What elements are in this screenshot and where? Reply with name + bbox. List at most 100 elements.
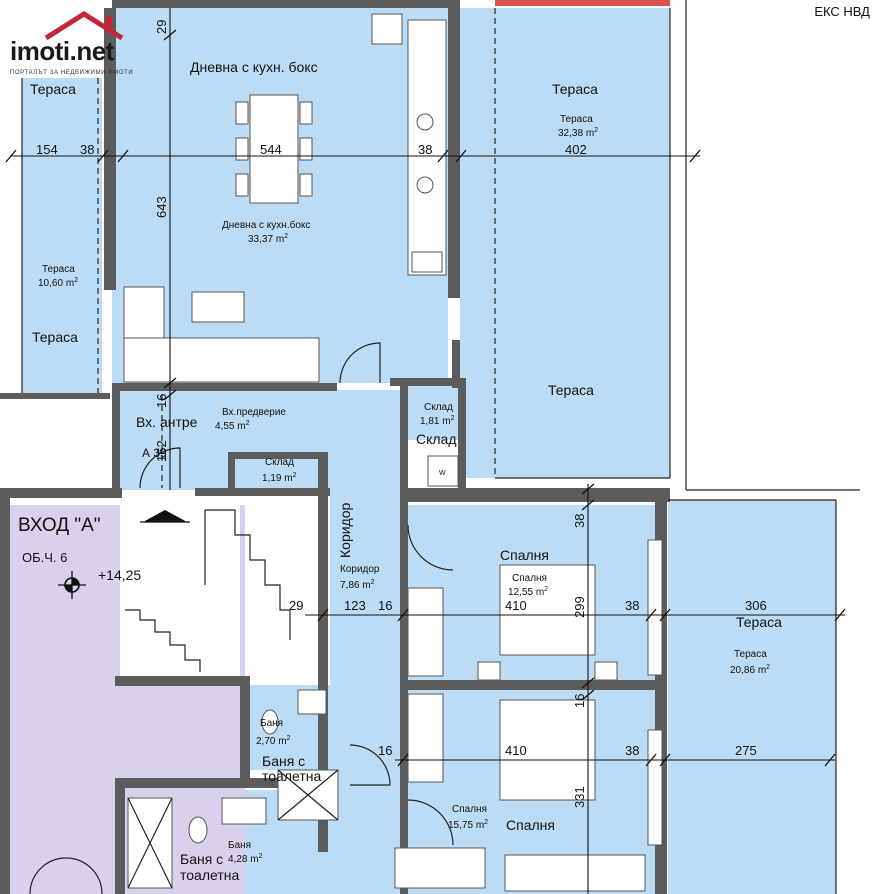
oven	[411, 251, 443, 273]
desk	[394, 847, 486, 889]
terrace-right-bottom-label: Тераса	[548, 382, 594, 398]
chair-1	[235, 101, 249, 125]
dim-544: 544	[260, 142, 282, 157]
dim-tick-m2	[397, 608, 409, 622]
stairs-upper	[205, 509, 291, 640]
dim-16-b: 16	[378, 598, 392, 613]
window-bed2	[647, 729, 663, 846]
wall-top	[112, 0, 460, 8]
bedroom1-name: Спалня	[512, 573, 547, 584]
staircase-fill	[120, 505, 240, 685]
bedroom2-name: Спалня	[452, 804, 487, 815]
dim-38-a: 38	[80, 142, 94, 157]
room-fill-terrace-right	[460, 8, 670, 478]
sink-bath2	[221, 797, 267, 825]
dim-tick-vr2	[581, 499, 595, 511]
terrace-right-heading: Тераса	[552, 81, 598, 97]
dim-402: 402	[565, 142, 587, 157]
dim-643: 643	[154, 196, 169, 218]
dim-tick-4	[437, 149, 449, 163]
washer-label: W	[439, 470, 446, 477]
wall-bath2-left	[115, 778, 125, 894]
terrace-left-name: Тераса	[42, 264, 75, 275]
storage2-name: Склад	[265, 457, 294, 468]
corridor-area: 7,86 m2	[340, 579, 375, 591]
wardrobe-2	[407, 693, 444, 783]
terrace-br-name: Тераса	[734, 649, 767, 660]
terrace-br-area: 20,86 m2	[730, 664, 770, 676]
wall-bath-left	[240, 676, 250, 786]
terrace-left-top-label: Тераса	[30, 81, 76, 97]
stairs-lower	[125, 609, 201, 672]
door-corridor	[349, 744, 391, 786]
wall-entry-left	[112, 383, 120, 495]
terrace-right-name: Тераса	[560, 114, 593, 125]
storage1-name: Склад	[424, 402, 453, 413]
storage2-area: 1,19 m2	[262, 472, 297, 484]
logo	[6, 8, 166, 78]
dim-tick-vr4	[581, 689, 595, 701]
dim-tick-5	[455, 149, 467, 163]
sofa-long	[123, 337, 320, 383]
living-heading: Дневна с кухн. бокс	[190, 59, 318, 75]
dim-tick-v2	[163, 377, 177, 389]
dim-16-d: 16	[378, 743, 392, 758]
terrace-br-heading: Тераса	[736, 614, 782, 630]
entry-name: Вх.предверие	[222, 407, 286, 418]
wall-storage-top	[390, 378, 460, 386]
coffee-table	[191, 291, 245, 323]
bed-1	[499, 564, 596, 656]
wall-corridor-right	[400, 500, 408, 894]
dim-275: 275	[735, 743, 757, 758]
dim-tick-1	[5, 149, 17, 163]
hob-burner-1	[416, 113, 434, 131]
dim-162: 162	[154, 440, 169, 462]
level-value: +14,25	[98, 567, 141, 583]
room-fill-terrace-bottom-right	[668, 500, 836, 894]
dim-123: 123	[344, 598, 366, 613]
nightstand-1	[477, 661, 501, 681]
apartment-number: А 39	[142, 446, 167, 460]
terrace-left-area: 10,60 m2	[38, 277, 78, 289]
bedroom2-area: 15,75 m2	[448, 819, 488, 831]
corridor-name: Коридор	[340, 564, 380, 575]
chair-4	[299, 101, 313, 125]
wall-terrace-left-bottom	[0, 393, 110, 399]
entrance-section: ОБ.Ч. 6	[22, 550, 67, 565]
bed-2	[499, 699, 596, 801]
terrace-right-area: 32,38 m2	[558, 127, 598, 139]
entrance-door	[29, 857, 103, 894]
corner-text: ЕКС НВД	[814, 4, 870, 19]
living-area: 33,37 m2	[248, 233, 288, 245]
dim-306: 306	[745, 598, 767, 613]
bedroom1-area: 12,55 m2	[508, 586, 548, 598]
entry-heading: Вх. антре	[136, 414, 198, 430]
bedroom1-heading: Спалня	[500, 547, 549, 563]
dim-29: 29	[289, 598, 303, 613]
bath1-heading-line2: тоалетна	[262, 768, 321, 784]
door-bedroom1	[407, 524, 454, 571]
wall-mid-horizontal	[195, 488, 330, 496]
room-fill-terrace-left	[22, 78, 102, 393]
bath1-heading-line1: Баня с	[262, 753, 305, 769]
toilet-bath2	[188, 816, 208, 844]
wall-bedroom-divider	[405, 680, 655, 690]
bath2-heading-line2: тоалетна	[180, 867, 239, 883]
wall-common-left	[0, 488, 10, 894]
sink	[371, 13, 403, 45]
logo-tagline: ПОРТАЛЪТ ЗА НЕДВИЖИМИ ИМОТИ	[10, 70, 134, 76]
dim-331: 331	[572, 786, 587, 808]
chair-5	[299, 137, 313, 161]
bath1-name: Баня	[260, 718, 283, 729]
dim-tick-v1	[163, 29, 177, 41]
wall-right-lower	[452, 340, 460, 388]
dim-tick-m5	[834, 608, 846, 622]
room-fill-corridor	[330, 440, 405, 894]
wall-living-left	[104, 8, 116, 290]
terrace-left-bottom-label: Тераса	[32, 329, 78, 345]
wall-storage-left	[400, 378, 408, 508]
wall-main-horizontal	[0, 488, 122, 498]
dim-tick-6	[689, 149, 701, 163]
dim-tick-l1	[397, 753, 409, 767]
dim-16-c: 16	[572, 694, 587, 708]
